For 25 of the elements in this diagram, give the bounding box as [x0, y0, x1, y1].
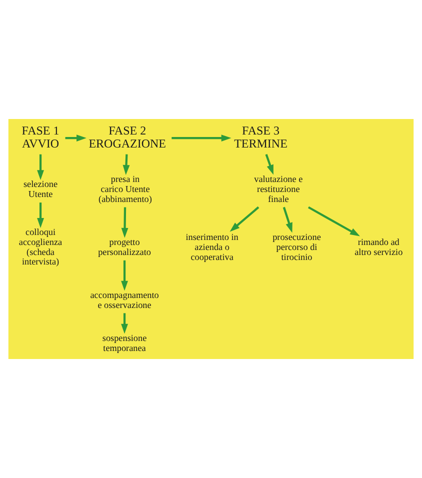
node-text: inserimento in azienda o cooperativa	[186, 232, 238, 262]
arrow	[172, 134, 232, 142]
node-text: sospensione temporanea	[102, 332, 147, 353]
node-text: prosecuzione percorso di tirocinio	[272, 232, 321, 262]
node-text: valutazione e restituzione finale	[254, 174, 303, 204]
arrow	[37, 154, 44, 180]
node-text: colloqui accoglienza (scheda intervista)	[18, 227, 62, 267]
arrow	[121, 313, 128, 334]
arrow	[308, 206, 360, 236]
arrow	[121, 260, 128, 291]
node-text: FASE 3 TERMINE	[234, 123, 288, 151]
node-text: FASE 2 EROGAZIONE	[88, 123, 166, 151]
arrow	[122, 154, 130, 175]
arrow	[37, 202, 44, 228]
node-text: accompagnamento e osservazione	[90, 290, 159, 310]
node-text: presa in carico Utente (abbinamento)	[98, 174, 152, 204]
arrow	[230, 206, 260, 232]
node-text: progetto personalizzato	[98, 236, 151, 257]
node-text: FASE 1 AVVIO	[22, 123, 60, 151]
arrow	[121, 207, 128, 238]
arrow	[265, 154, 274, 175]
arrow	[65, 134, 86, 142]
node-text: rimando ad altro servizio	[354, 236, 403, 257]
arrow	[282, 206, 292, 233]
node-text: selezione Utente	[23, 179, 58, 199]
